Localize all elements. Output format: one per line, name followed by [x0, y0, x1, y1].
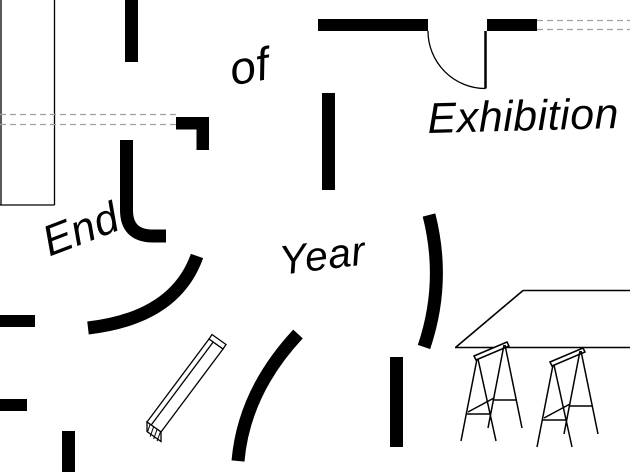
wall-segment-icon — [487, 19, 537, 31]
wall-segments — [0, 0, 537, 472]
title-word-year: Year — [276, 227, 368, 284]
wall-segment-icon — [0, 315, 35, 327]
trestle-left — [460, 341, 523, 442]
trestle-table-icon — [454, 289, 630, 448]
dashed-wall-top-right — [537, 19, 630, 31]
wall-segment-icon — [0, 399, 27, 411]
title-word-exhibition: Exhibition — [426, 89, 620, 143]
wall-segment-icon — [62, 431, 75, 472]
wall-segment-icon — [318, 19, 428, 31]
plank-icon — [146, 333, 227, 443]
wall-corner-icon — [176, 117, 209, 150]
title-word-of: of — [225, 37, 274, 96]
trestle-right — [536, 347, 599, 448]
room-outline-icon — [0, 0, 56, 206]
plank-hatching — [147, 424, 161, 442]
curved-wall-icon — [417, 213, 443, 350]
table-top — [454, 289, 630, 349]
curved-wall-icon — [231, 329, 303, 462]
wall-segment-icon — [390, 357, 403, 447]
curved-wall-icon — [120, 140, 166, 243]
door-swing-icon — [427, 30, 487, 90]
wall-segment-icon — [322, 93, 335, 190]
dashed-wall-left — [0, 113, 177, 126]
curved-wall-icon — [87, 253, 204, 335]
curved-walls — [87, 140, 443, 462]
wall-segment-icon — [125, 0, 138, 62]
